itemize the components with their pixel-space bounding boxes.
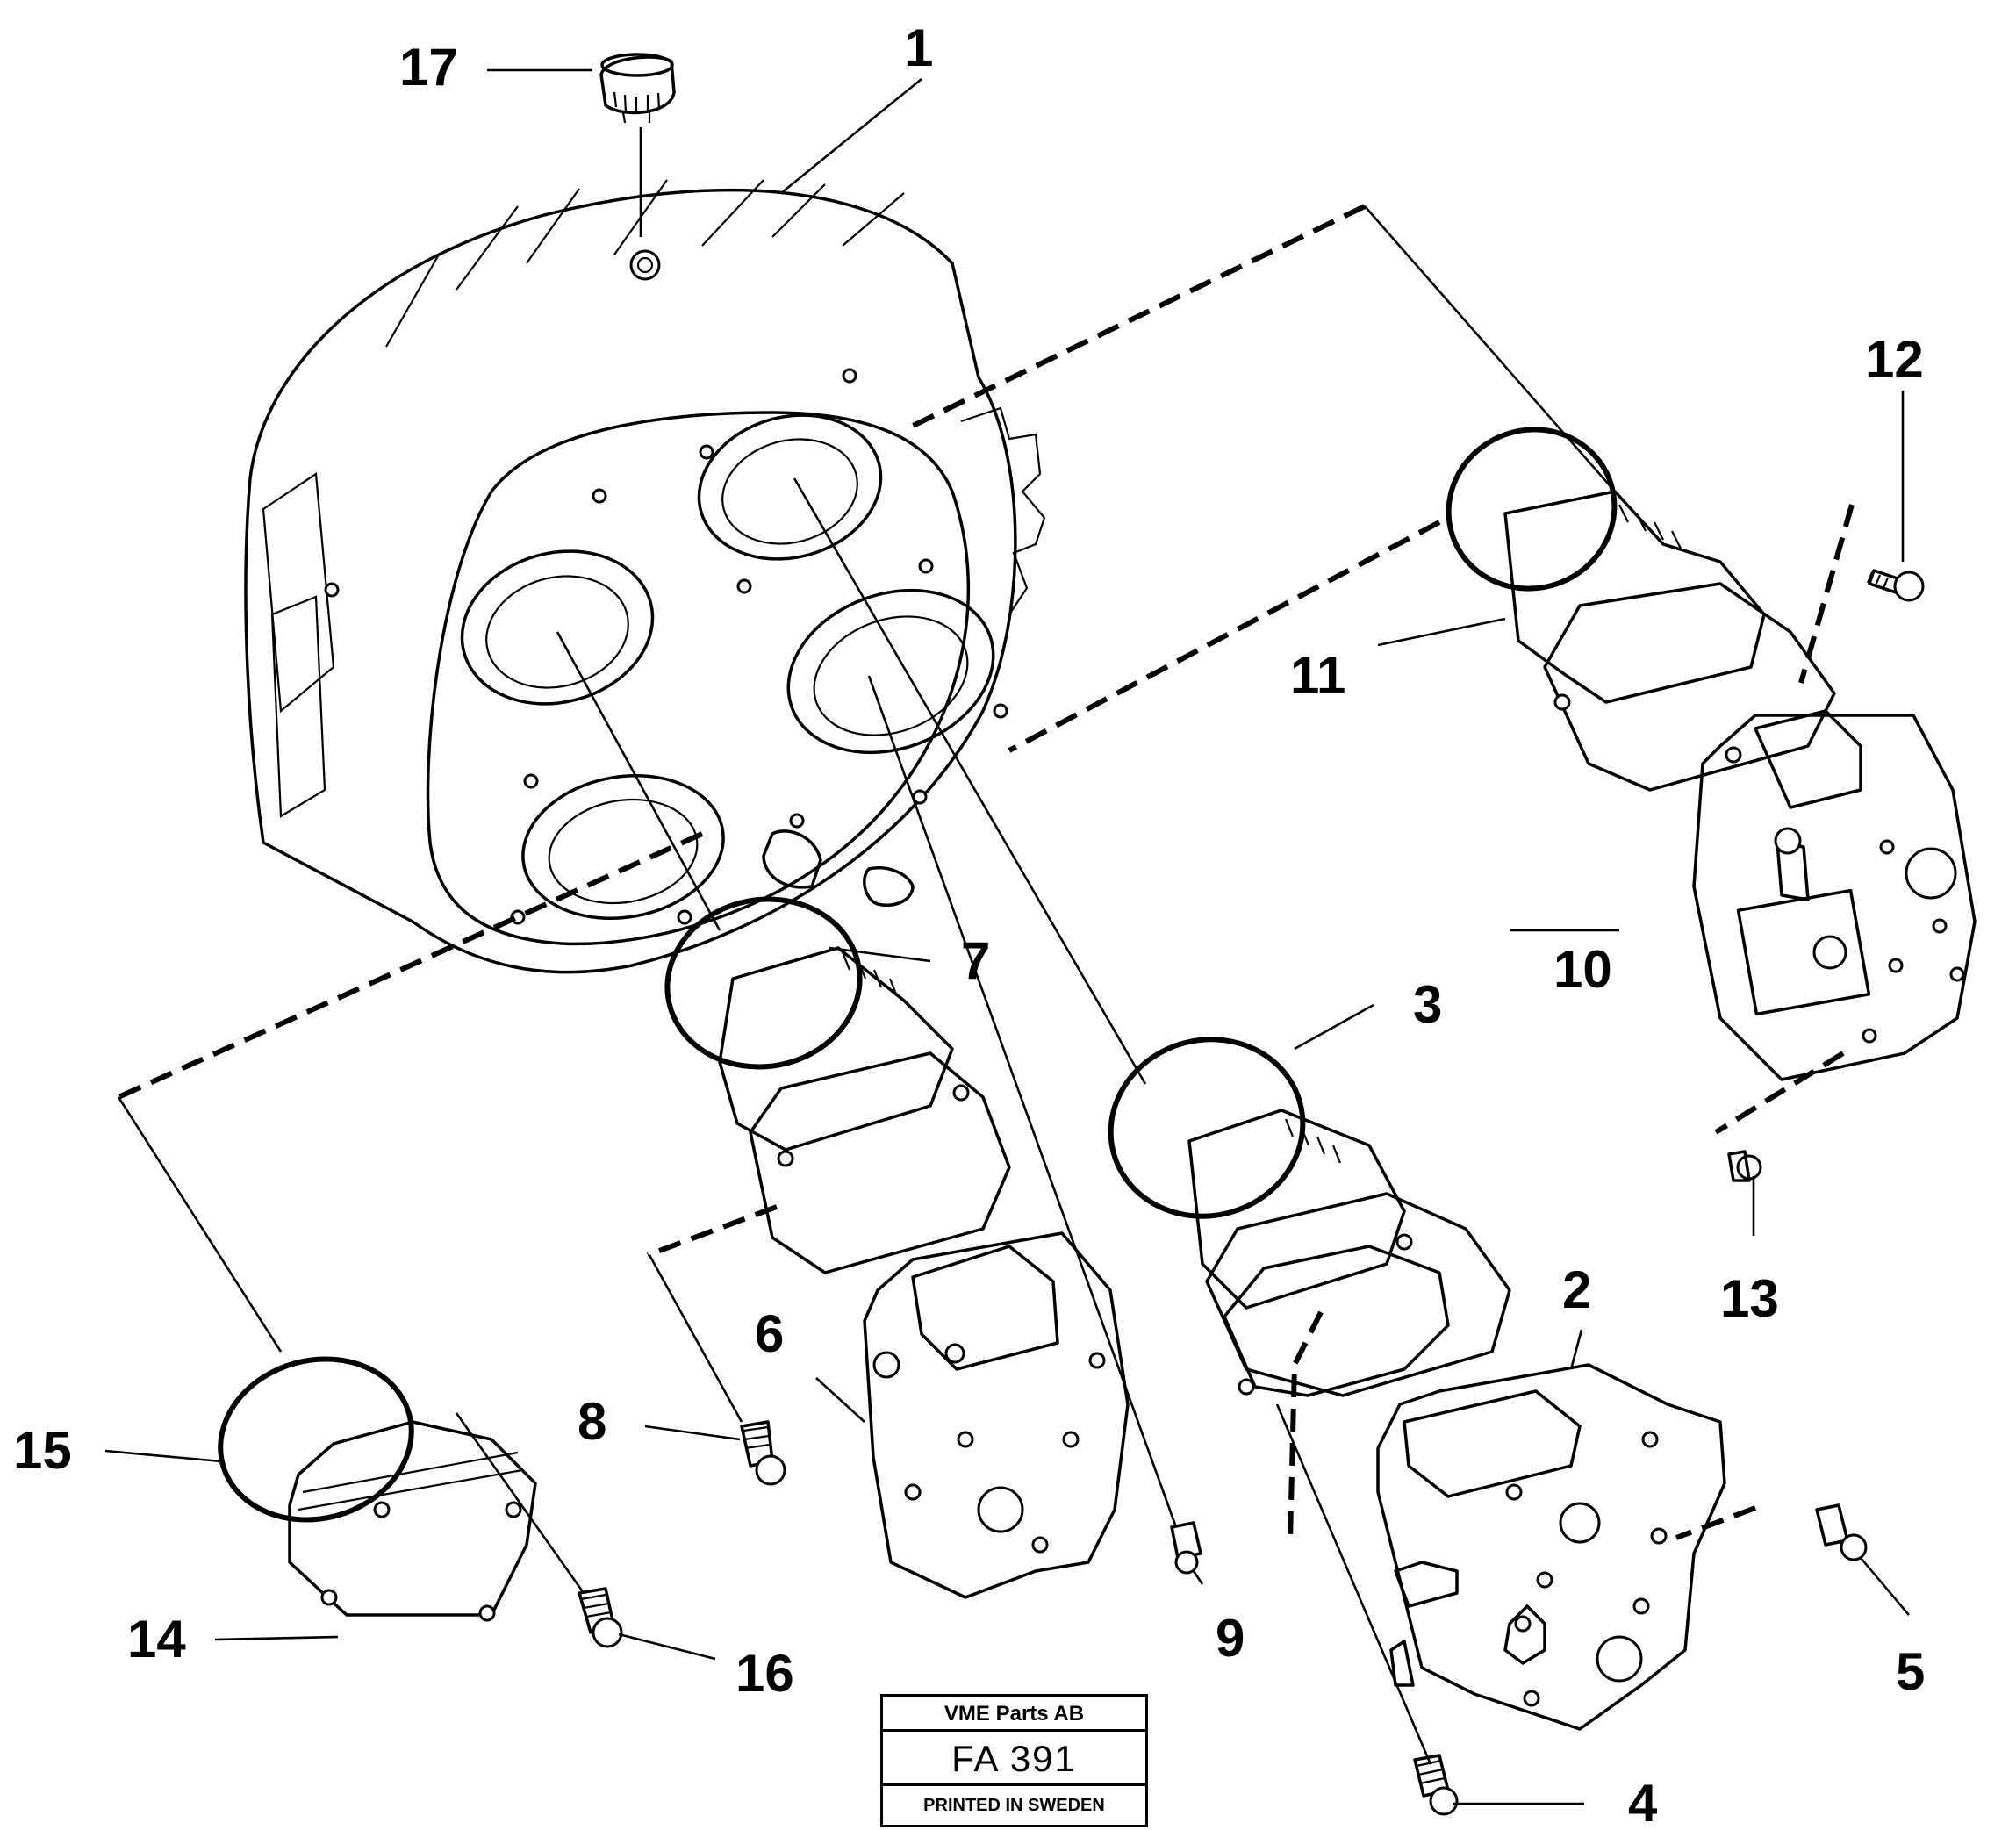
callout-12: 12 [1865,330,1924,389]
callout-3: 3 [1413,975,1442,1034]
stamp-printed: PRINTED IN SWEDEN [923,1796,1105,1815]
callout-9: 9 [1216,1609,1245,1668]
stamp-code: FA 391 [883,1732,1145,1786]
callout-1: 1 [904,18,933,77]
callout-7: 7 [961,931,990,990]
stamp-company: VME Parts AB [883,1697,1145,1732]
callout-6: 6 [755,1304,784,1363]
cap-part-17 [599,53,676,237]
callout-5: 5 [1896,1642,1925,1701]
callout-2: 2 [1562,1260,1591,1319]
callout-8: 8 [578,1392,606,1451]
assembly-dashed-lines [117,204,1855,1541]
callout-11: 11 [1290,646,1345,705]
callout-13: 13 [1720,1269,1779,1328]
callout-14: 14 [127,1610,186,1669]
callout-labels: 17 1 12 11 10 7 3 13 2 6 8 15 9 5 14 16 … [13,18,1925,1830]
pump-assembly-part-6 [664,896,1202,1599]
callout-10: 10 [1553,940,1612,999]
callout-16: 16 [735,1644,794,1703]
callout-15: 15 [13,1421,72,1480]
leader-lines [104,68,1910,1805]
title-stamp: VME Parts AB FA 391 PRINTED IN SWEDEN [880,1694,1148,1827]
callout-4: 4 [1628,1774,1658,1830]
pump-assembly-part-10 [1446,391,1977,1236]
housing-part-1 [244,179,1046,974]
pump-assembly-part-2 [1108,1037,1868,1816]
cover-part-14 [218,1356,623,1648]
callout-17: 17 [399,38,458,97]
